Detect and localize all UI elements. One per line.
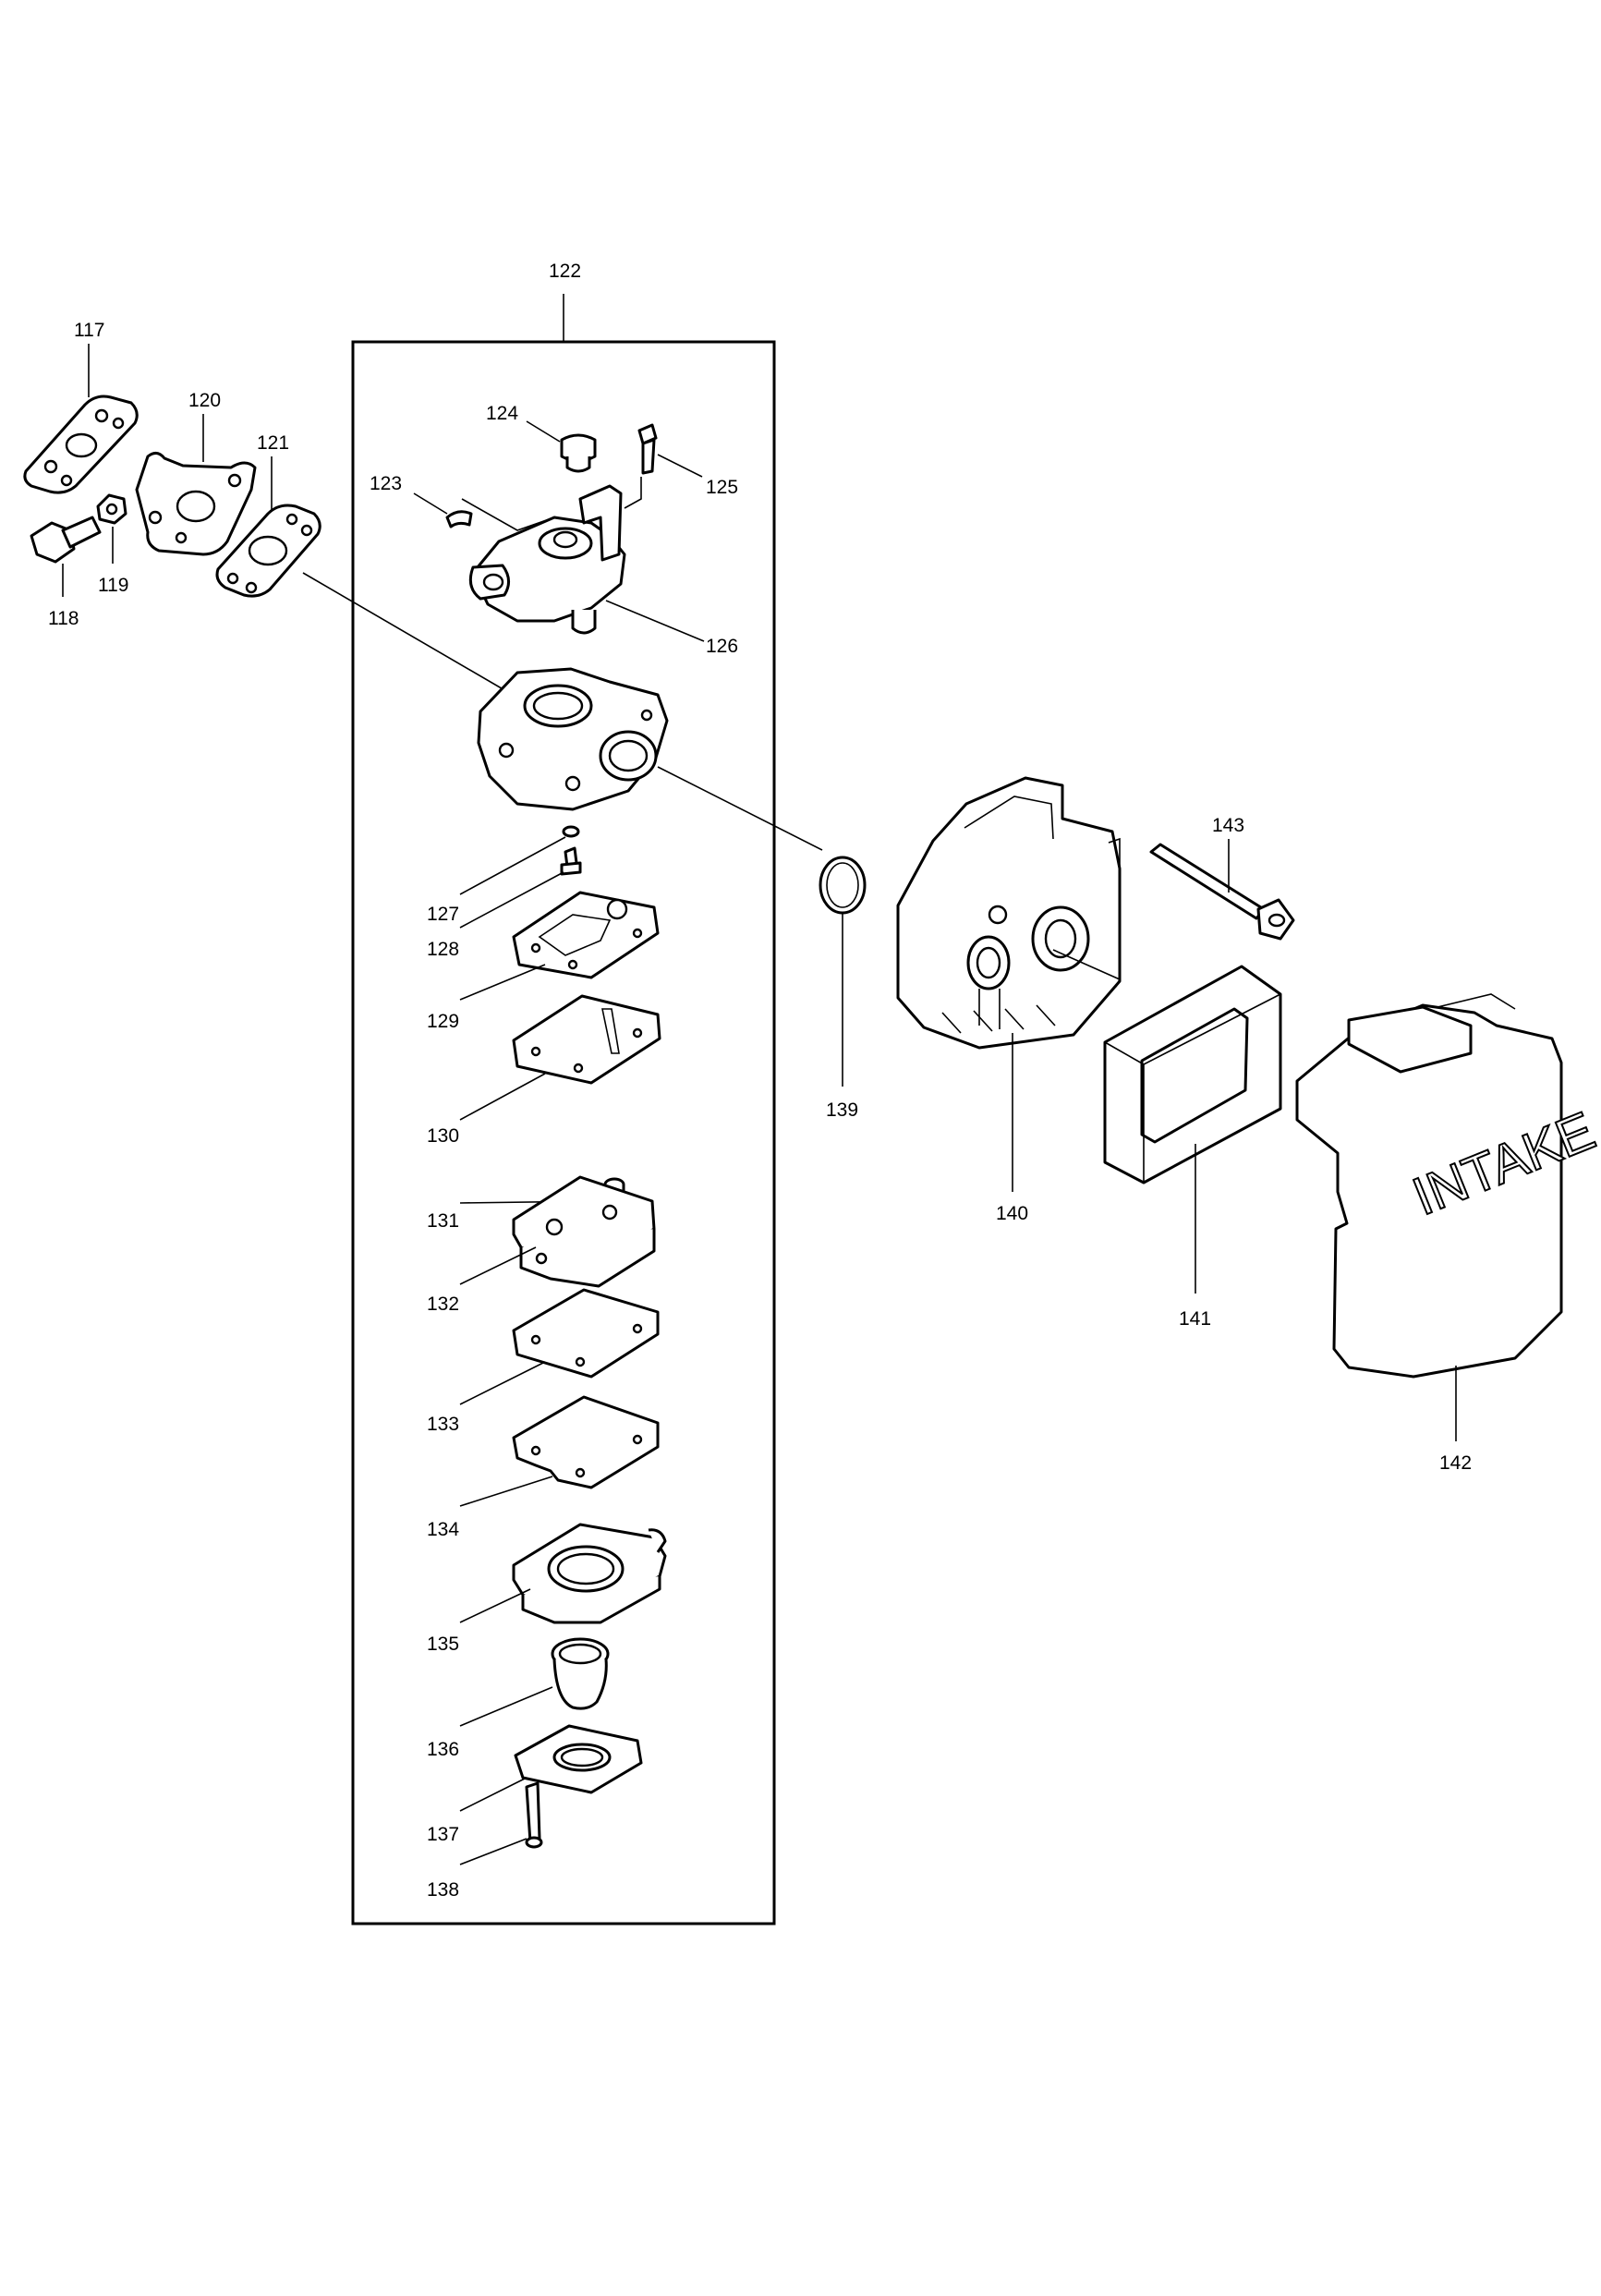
part-125-screw <box>637 423 658 475</box>
part-141-filter-element <box>1103 965 1282 1184</box>
part-124-cap <box>560 433 597 473</box>
part-137-retainer <box>514 1724 643 1794</box>
callout-135: 135 <box>427 1634 459 1655</box>
callout-136: 136 <box>427 1739 459 1760</box>
callout-126: 126 <box>706 636 738 657</box>
part-129-plate <box>512 891 660 979</box>
part-127-o-ring <box>562 825 580 838</box>
callout-122: 122 <box>549 261 581 282</box>
part-120-gasket <box>135 452 257 556</box>
part-117-gasket <box>23 395 139 494</box>
part-142-air-cleaner-cover: INTAKE <box>1295 993 1601 1379</box>
callout-140: 140 <box>996 1203 1028 1224</box>
callout-138: 138 <box>427 1879 459 1901</box>
callout-142: 142 <box>1439 1452 1472 1474</box>
callout-129: 129 <box>427 1011 459 1032</box>
callout-131: 131 <box>427 1210 459 1232</box>
callout-124: 124 <box>486 403 518 424</box>
part-126-carburetor-lever-body <box>468 484 626 635</box>
part-121-gasket <box>215 504 321 598</box>
part-118-bolt <box>30 516 102 564</box>
callout-134: 134 <box>427 1519 459 1540</box>
part-139-o-ring <box>819 856 867 915</box>
callout-139: 139 <box>826 1099 858 1121</box>
part-140-filter-base <box>896 776 1122 1050</box>
callout-127: 127 <box>427 904 459 925</box>
part-136-primer-bulb <box>551 1637 610 1710</box>
part-132-pump-body <box>512 1175 656 1288</box>
callout-128: 128 <box>427 939 459 960</box>
part-134-diaphragm <box>512 1395 660 1489</box>
part-138-screw <box>525 1781 543 1849</box>
part-143-long-bolt <box>1149 843 1295 941</box>
callout-125: 125 <box>706 477 738 498</box>
part-carburetor-body <box>477 667 669 811</box>
part-119-nut <box>96 493 127 525</box>
part-135-cover <box>512 1523 667 1624</box>
callout-133: 133 <box>427 1414 459 1435</box>
callout-118: 118 <box>48 608 79 629</box>
callout-123: 123 <box>370 473 402 494</box>
callout-130: 130 <box>427 1125 459 1147</box>
callout-117: 117 <box>74 320 104 341</box>
callout-137: 137 <box>427 1824 459 1845</box>
part-133-gasket <box>512 1288 660 1379</box>
callout-132: 132 <box>427 1294 459 1315</box>
part-128-screw <box>560 846 582 876</box>
callout-121: 121 <box>257 432 289 454</box>
part-123-clip <box>445 510 473 528</box>
callout-120: 120 <box>188 390 221 411</box>
part-130-diaphragm <box>512 994 661 1085</box>
callout-119: 119 <box>98 575 128 596</box>
callout-143: 143 <box>1212 815 1244 836</box>
callout-141: 141 <box>1179 1308 1211 1330</box>
